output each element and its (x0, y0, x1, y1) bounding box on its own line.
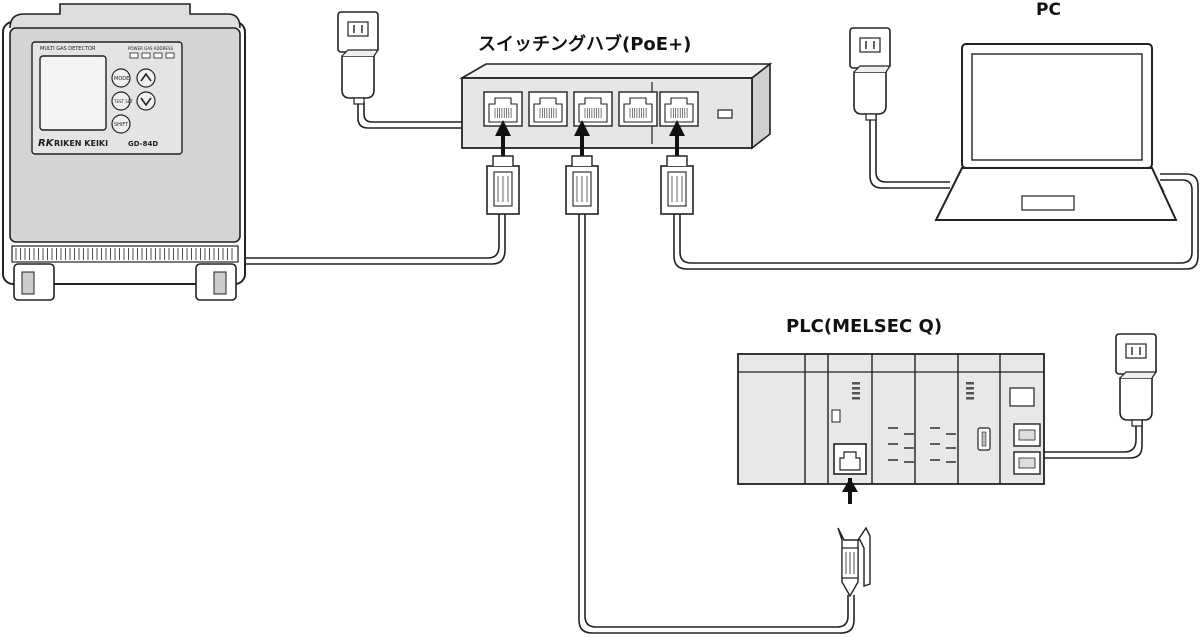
hub-connectors (486, 120, 694, 215)
plc-device (737, 353, 1045, 485)
detector-model-text: GD-84D (128, 140, 158, 148)
detector-mode-button (111, 68, 131, 88)
cables (240, 102, 1199, 634)
power-adapter-pc (849, 27, 892, 121)
detector-indicator-leds (129, 52, 175, 59)
hub-ports (483, 91, 699, 127)
plc-leds (852, 382, 974, 463)
hub-connector-1 (486, 120, 520, 215)
detector-brand-text: RIKEN KEIKI (54, 139, 108, 148)
laptop-pc (934, 43, 1178, 221)
hub-top-face (459, 63, 773, 79)
power-adapter-hub (337, 11, 380, 105)
detector-vent-grille (11, 245, 239, 263)
detector-down-button (136, 91, 156, 111)
hub-label: スイッチングハブ(PoE+) (478, 34, 692, 55)
hub-connector-3 (660, 120, 694, 215)
chevron-up-icon (140, 72, 152, 82)
detector-mode-label: MODE (114, 76, 129, 82)
plc-base-unit (737, 353, 1045, 485)
hub-port-2 (528, 91, 568, 127)
detector-shift-button (111, 114, 131, 134)
cable-hub-plc (578, 214, 855, 634)
cable-hub-power (357, 102, 462, 129)
plc-connector (837, 478, 871, 598)
hub-connector-2 (565, 120, 599, 215)
gas-detector-device: MULTI GAS DETECTOR POWER GAS ADDRESS MOD… (2, 3, 246, 301)
hub-port-5 (659, 91, 699, 127)
laptop-touchpad (1021, 195, 1075, 211)
laptop-screen (971, 53, 1143, 161)
power-adapter-plc (1115, 333, 1158, 427)
cable-hub-pc (673, 173, 1199, 270)
hub-port-4 (618, 91, 658, 127)
chevron-down-icon (140, 97, 152, 107)
detector-lcd-screen (39, 55, 107, 131)
detector-up-button (136, 68, 156, 88)
detector-vent-slots (15, 248, 233, 260)
detector-brand-logo: RK (38, 138, 55, 149)
detector-indicator-text: POWER GAS ADDRESS (128, 46, 173, 51)
detector-test-label: TEST SET (113, 99, 133, 104)
hub-port-3 (573, 91, 613, 127)
plc-label: PLC(MELSEC Q) (786, 316, 943, 337)
cable-pc-power (869, 104, 950, 189)
cable-detector-hub (240, 214, 506, 265)
power-adapters (337, 11, 1158, 427)
plc-module-dividers (804, 354, 1001, 484)
laptop-base (934, 167, 1178, 221)
detector-top-cap (9, 3, 241, 29)
detector-top-text: MULTI GAS DETECTOR (40, 46, 96, 52)
detector-shift-label: SHIFT (114, 122, 129, 128)
hub-status-led (717, 109, 733, 119)
pc-label: PC (1036, 0, 1061, 20)
switching-hub (459, 62, 773, 150)
hub-side-face (751, 62, 771, 150)
detector-test-button (111, 91, 131, 111)
cable-plc-power (1040, 412, 1143, 459)
